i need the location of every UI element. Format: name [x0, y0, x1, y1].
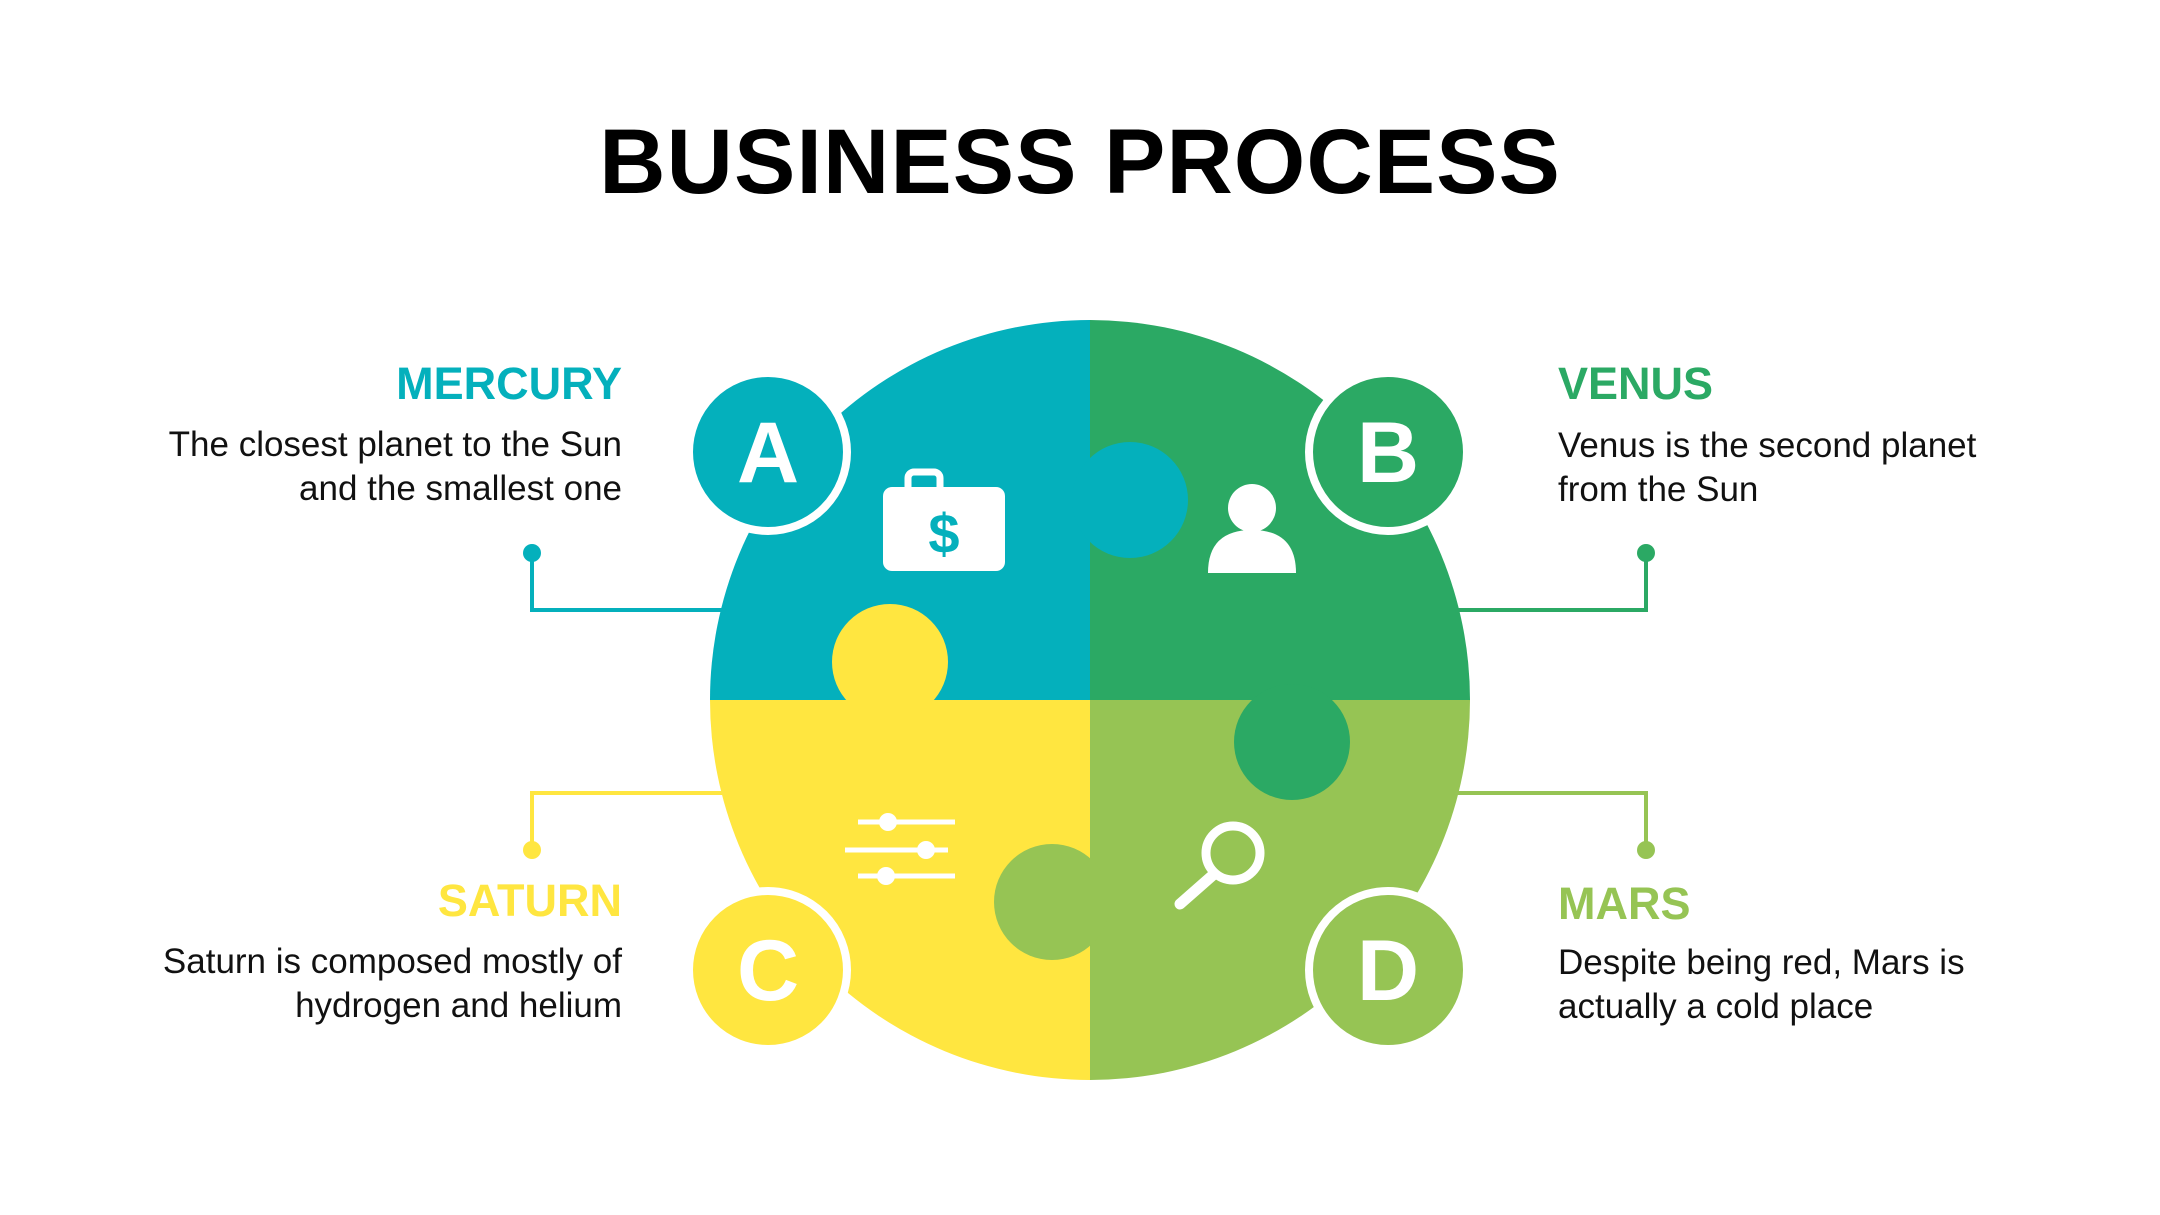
piece-b-title: VENUS — [1558, 358, 1714, 409]
piece-c-desc-line-1: Saturn is composed mostly of — [162, 942, 622, 981]
connector-b — [1456, 553, 1648, 612]
connector-c — [530, 791, 724, 850]
piece-c-description: Saturn is composed mostly of hydrogen an… — [163, 940, 622, 1028]
piece-b-description: Venus is the second planet from the Sun — [1558, 424, 1976, 512]
badge-d-letter: D — [1357, 923, 1419, 1019]
piece-d-desc-line-1: Despite being red, Mars is — [1558, 943, 1965, 982]
badge-a-letter: A — [737, 405, 799, 501]
user-icon — [1208, 484, 1296, 573]
connector-b-dot — [1637, 544, 1655, 562]
piece-d-description: Despite being red, Mars is actually a co… — [1558, 941, 1965, 1029]
badge-d: D — [1305, 887, 1471, 1053]
briefcase-dollar-icon: $ — [883, 468, 1005, 571]
sliders-icon — [845, 813, 955, 885]
piece-a-desc-line-1: The closest planet to the Sun — [168, 425, 622, 464]
tab-b-into-d — [1234, 684, 1350, 800]
piece-d-desc-line-2: actually a cold place — [1558, 987, 1874, 1026]
piece-c-title: SATURN — [437, 875, 622, 926]
piece-d-title: MARS — [1558, 878, 1691, 929]
piece-b-desc-line-1: Venus is the second planet — [1558, 426, 1977, 465]
badge-c: C — [685, 887, 851, 1053]
connector-a-dot — [523, 544, 541, 562]
slide-title: BUSINESS PROCESS — [599, 111, 1561, 213]
piece-a-description: The closest planet to the Sun and the sm… — [169, 423, 622, 511]
badge-c-letter: C — [737, 923, 799, 1019]
connector-a — [530, 553, 724, 612]
piece-a-title: MERCURY — [396, 358, 622, 409]
badge-b-letter: B — [1357, 405, 1419, 501]
connector-d — [1456, 791, 1648, 850]
tab-a-into-b — [1072, 442, 1188, 558]
badge-b: B — [1305, 369, 1471, 535]
connector-d-dot — [1637, 841, 1655, 859]
badge-a: A — [685, 369, 851, 535]
dollar-sign: $ — [928, 502, 959, 565]
piece-b-desc-line-2: from the Sun — [1558, 470, 1759, 509]
piece-c-desc-line-2: hydrogen and helium — [295, 986, 622, 1025]
tab-d-into-c — [994, 844, 1110, 960]
tab-c-into-a — [832, 604, 948, 720]
magnifier-icon — [1174, 821, 1265, 910]
connector-c-dot — [523, 841, 541, 859]
piece-a-desc-line-2: and the smallest one — [299, 469, 622, 508]
